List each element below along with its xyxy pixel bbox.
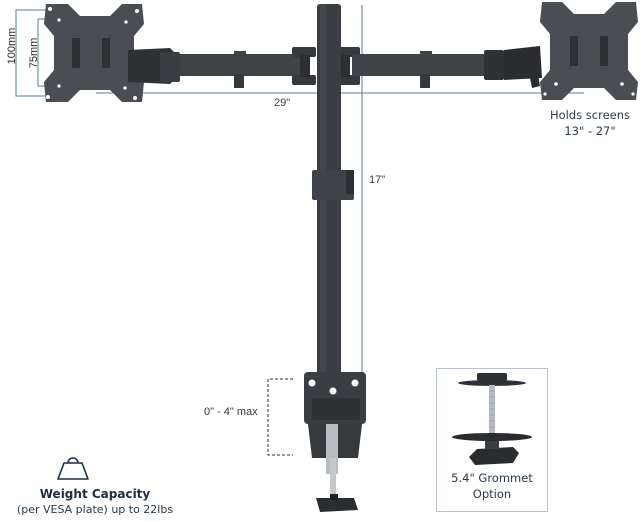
vesa-outer-label: 100mm bbox=[6, 27, 18, 65]
center-pole bbox=[312, 4, 354, 376]
weight-capacity-note: Weight Capacity (per VESA plate) up to 2… bbox=[0, 487, 190, 517]
grommet-illustration bbox=[452, 373, 532, 465]
weight-icon bbox=[57, 457, 89, 480]
arm-span-label: 29" bbox=[274, 97, 291, 109]
grommet-option-inset: 5.4" Grommet Option bbox=[436, 368, 548, 512]
right-arm bbox=[336, 46, 542, 88]
left-arm bbox=[128, 47, 316, 88]
weight-capacity-subtitle: (per VESA plate) up to 22lbs bbox=[16, 502, 174, 516]
holds-screens-line1: Holds screens bbox=[549, 108, 631, 122]
left-vesa-plate bbox=[44, 4, 144, 102]
clamp-dimension-bracket bbox=[267, 378, 293, 456]
clamp-range-label: 0" - 4" max bbox=[204, 406, 258, 418]
holds-screens-note: Holds screens 13" - 27" bbox=[540, 108, 640, 139]
grommet-caption-line2: Option bbox=[472, 486, 512, 501]
grommet-caption: 5.4" Grommet Option bbox=[437, 471, 547, 502]
desk-clamp bbox=[304, 372, 366, 512]
right-vesa-plate bbox=[540, 2, 638, 100]
vesa-inner-label: 75mm bbox=[28, 37, 40, 69]
pole-height-label: 17" bbox=[369, 174, 386, 186]
holds-screens-line2: 13" - 27" bbox=[564, 123, 616, 138]
weight-capacity-title: Weight Capacity bbox=[39, 487, 151, 501]
grommet-caption-line1: 5.4" Grommet bbox=[451, 471, 533, 485]
